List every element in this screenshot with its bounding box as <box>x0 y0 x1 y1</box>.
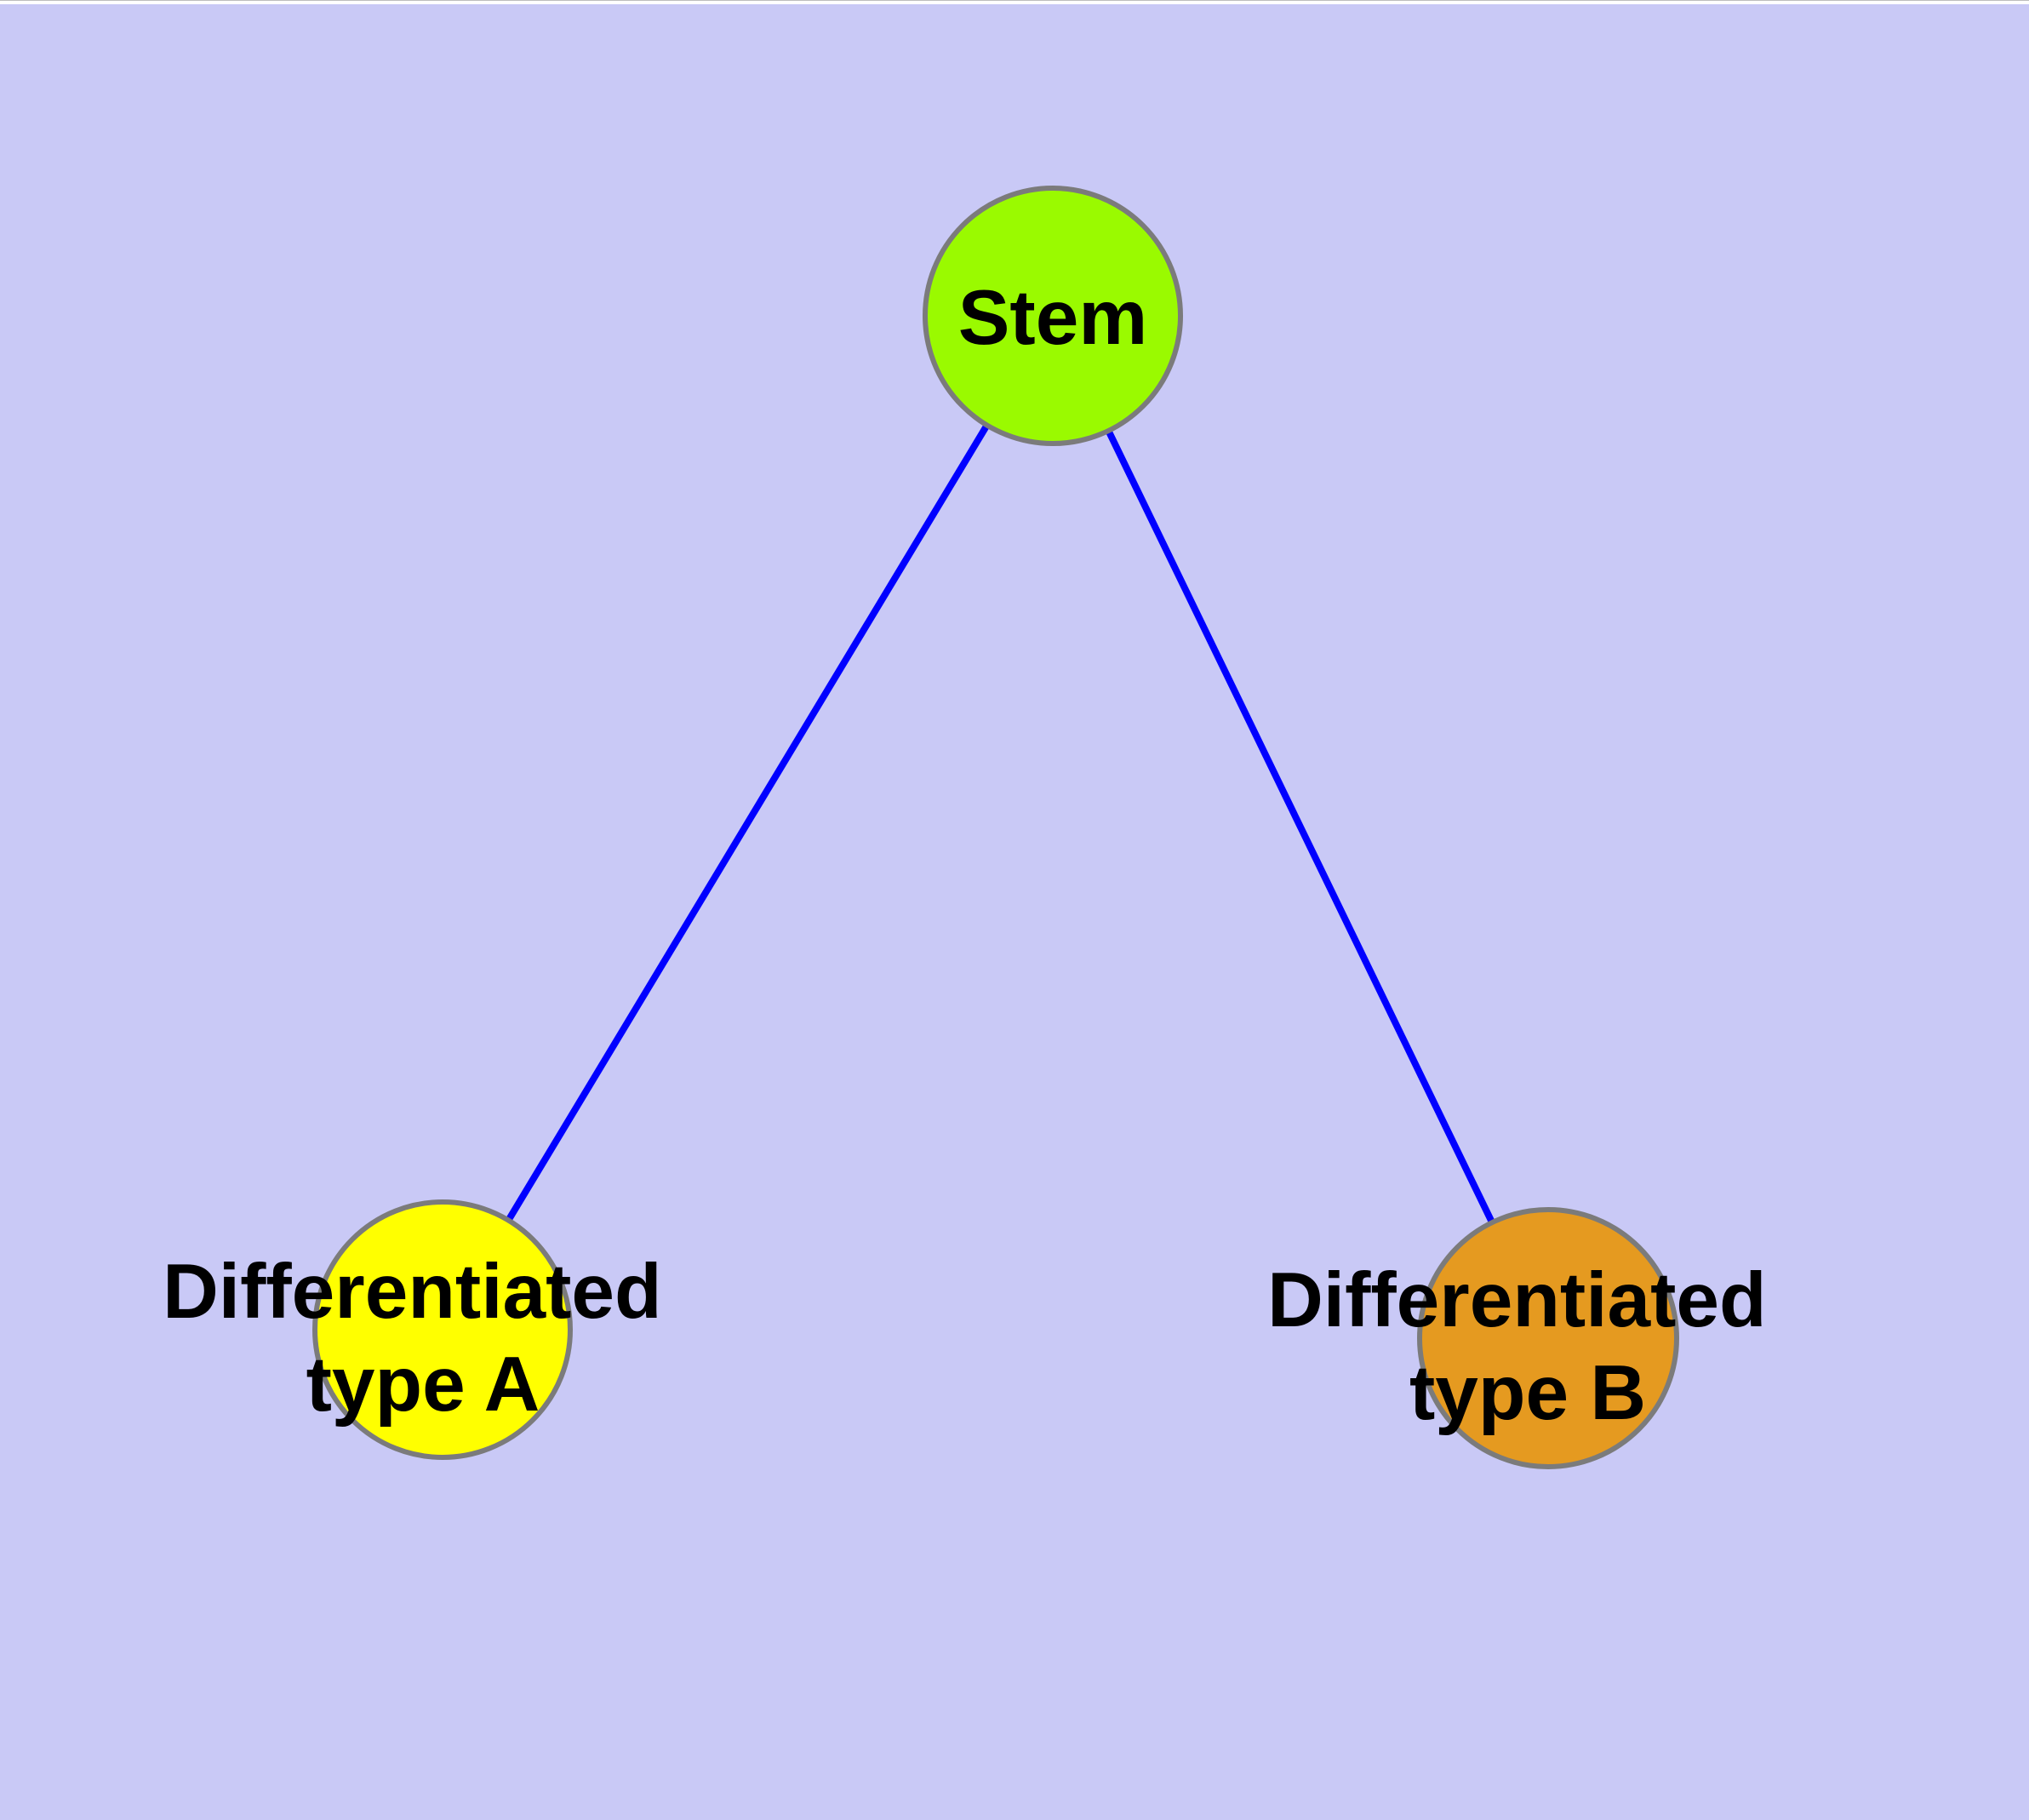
node-differentiated-type-a-label: Differentiated type A <box>163 1249 683 1428</box>
edge-stem-to-type-b <box>1049 314 1552 1340</box>
top-hairline <box>0 0 2029 1</box>
node-differentiated-type-b <box>1417 1207 1679 1469</box>
node-differentiated-type-a <box>312 1199 573 1460</box>
node-differentiated-type-b-label-line1: Differentiated <box>1267 1257 1767 1343</box>
node-stem <box>923 186 1183 446</box>
node-differentiated-type-b-label: Differentiated type B <box>1267 1257 1788 1436</box>
node-differentiated-type-a-label-line2: type A <box>306 1342 540 1428</box>
node-stem-label: Stem <box>958 275 1148 361</box>
edge-stem-to-type-a <box>439 313 1056 1332</box>
node-differentiated-type-b-label-line2: type B <box>1409 1350 1646 1436</box>
top-margin-strip <box>0 0 2029 4</box>
node-differentiated-type-a-label-line1: Differentiated <box>163 1249 662 1335</box>
